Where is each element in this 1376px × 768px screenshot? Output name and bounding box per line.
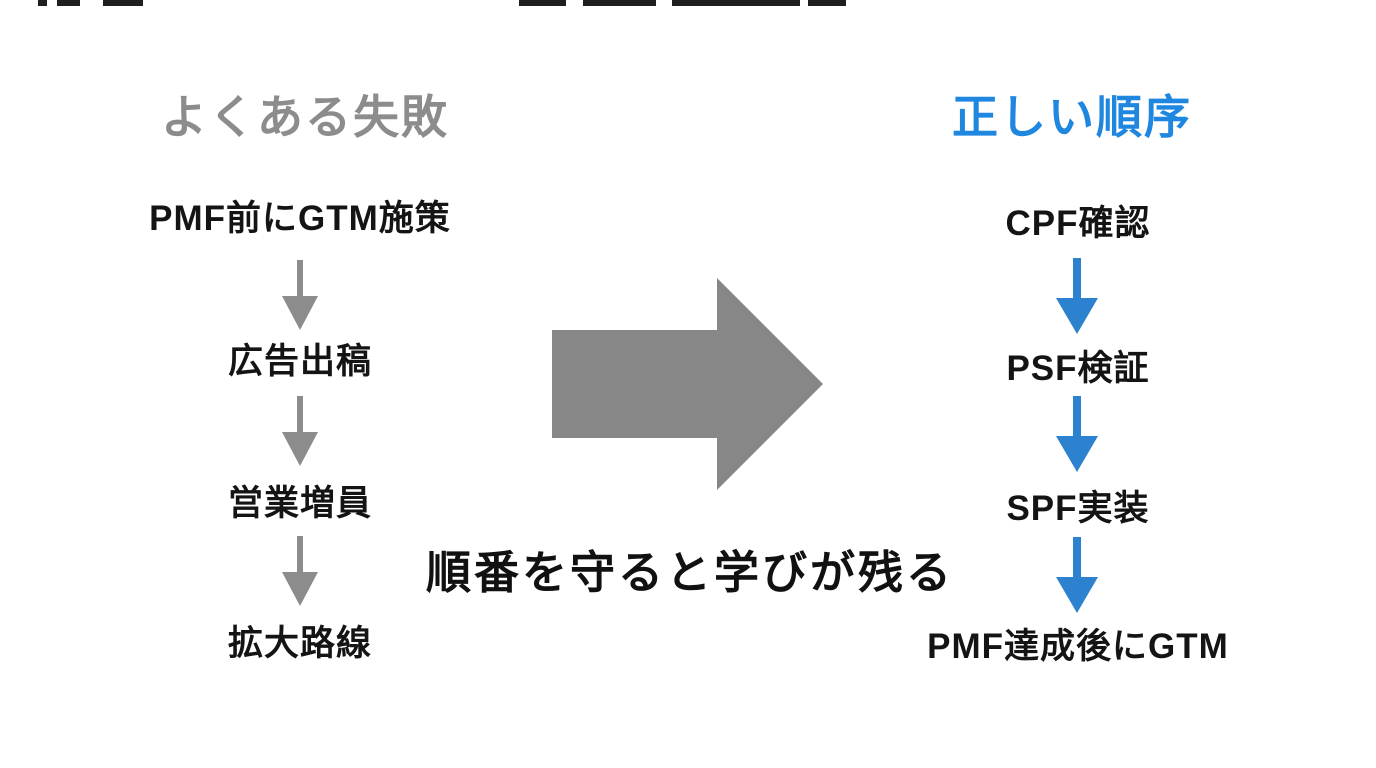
right-flow-step-2: PSF検証 (1006, 349, 1150, 388)
clipped-bar (38, 0, 47, 6)
down-arrow-gray-icon (282, 396, 318, 466)
left-flow-heading: よくある失敗 (161, 91, 449, 143)
right-arrow-icon (552, 278, 823, 490)
down-arrow-blue-icon (1056, 258, 1098, 334)
right-flow-step-3: SPF実装 (1006, 489, 1150, 528)
right-flow-heading: 正しい順序 (952, 91, 1192, 143)
caption-text: 順番を守ると学びが残る (425, 547, 954, 598)
clipped-bar (103, 0, 143, 6)
right-flow-step-1: CPF確認 (1005, 204, 1151, 243)
right-flow-step-4: PMF達成後にGTM (927, 627, 1229, 666)
down-arrow-gray-icon (282, 260, 318, 330)
left-flow-step-1: PMF前にGTM施策 (149, 199, 451, 238)
clipped-bar (808, 0, 846, 6)
down-arrow-blue-icon (1056, 396, 1098, 472)
clipped-bar (672, 0, 800, 6)
left-flow-step-3: 営業増員 (227, 484, 372, 523)
left-flow-step-4: 拡大路線 (227, 624, 372, 663)
left-flow-step-2: 広告出稿 (227, 342, 372, 381)
clipped-bar (519, 0, 566, 6)
clipped-bar (583, 0, 656, 6)
down-arrow-gray-icon (282, 536, 318, 606)
down-arrow-blue-icon (1056, 537, 1098, 613)
clipped-bar (57, 0, 80, 6)
